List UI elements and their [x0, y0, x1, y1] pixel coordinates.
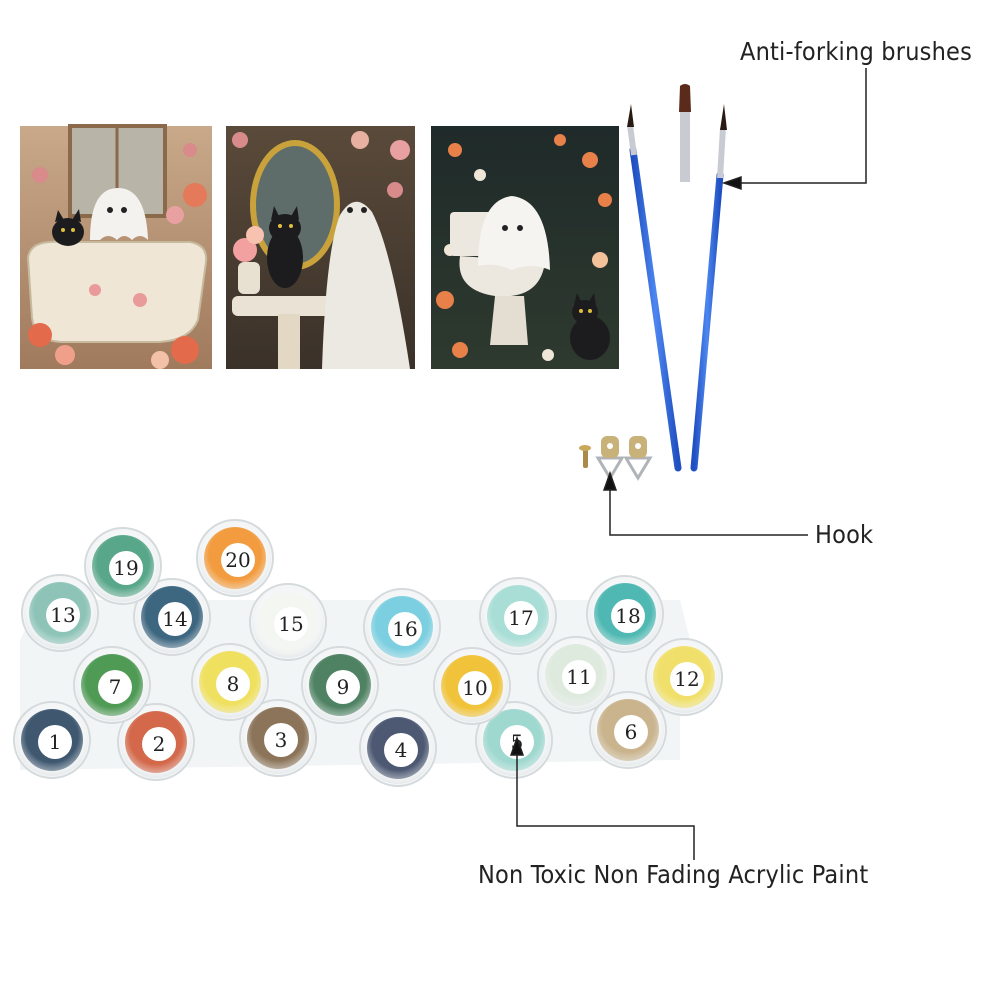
pot-number-sticker — [38, 725, 72, 759]
ghost-in-bathtub-painting — [20, 124, 212, 369]
paint-callout-line — [516, 755, 695, 860]
paint-pot-18: 18 — [586, 575, 664, 653]
paint-pot-5: 5 — [475, 701, 553, 779]
paint-pot-2: 2 — [117, 703, 195, 781]
paint-pot-9: 9 — [301, 646, 379, 724]
pot-number-sticker — [264, 723, 298, 757]
pot-number-sticker — [142, 727, 176, 761]
pot-number-sticker — [46, 598, 80, 632]
pot-number: 15 — [278, 612, 303, 636]
pot-number: 11 — [566, 665, 591, 689]
paint-brush-left — [627, 104, 682, 472]
paint-pot-7: 7 — [73, 646, 151, 724]
brushes-callout-arrow — [721, 175, 742, 191]
paint-pot-10: 10 — [433, 647, 511, 725]
paint-pots: 1234567891011121314151617181920 — [13, 519, 723, 787]
brush-set — [627, 84, 727, 474]
brushes-label: Anti-forking brushes — [740, 37, 973, 66]
paint-brush-right — [690, 104, 727, 472]
pot-number: 1 — [49, 730, 62, 754]
paint-pot-6: 6 — [589, 691, 667, 769]
paint-brush-middle — [679, 84, 691, 474]
pot-number-sticker — [562, 660, 596, 694]
paint-pot-14: 14 — [133, 578, 211, 656]
hook-callout-arrow — [602, 470, 618, 491]
pot-number: 8 — [227, 672, 240, 696]
pot-number-sticker — [504, 601, 538, 635]
pot-number: 13 — [50, 603, 75, 627]
pot-number: 7 — [109, 675, 122, 699]
pot-number-sticker — [326, 670, 360, 704]
pot-number: 19 — [113, 556, 138, 580]
ghost-on-toilet-painting — [431, 126, 619, 369]
pot-number-sticker — [221, 543, 255, 577]
hook-2 — [623, 436, 653, 481]
hook-callout-line — [609, 490, 808, 536]
paint-pot-17: 17 — [479, 577, 557, 655]
pot-number: 20 — [225, 548, 250, 572]
paint-pot-15: 15 — [249, 583, 327, 661]
pot-number: 9 — [337, 675, 350, 699]
brushes-callout-line — [740, 68, 867, 184]
pot-number-sticker — [158, 602, 192, 636]
pot-number: 3 — [275, 728, 288, 752]
pot-number: 4 — [395, 738, 408, 762]
paint-callout-arrow — [509, 735, 525, 756]
pot-number-sticker — [670, 662, 704, 696]
pot-number-sticker — [384, 733, 418, 767]
paint-pot-12: 12 — [645, 638, 723, 716]
paint-pot-19: 19 — [84, 527, 162, 605]
pot-number: 14 — [162, 607, 187, 631]
paint-pot-4: 4 — [359, 709, 437, 787]
paint-pot-8: 8 — [191, 643, 269, 721]
paint-pot-3: 3 — [239, 699, 317, 777]
hook-label: Hook — [815, 520, 874, 549]
pot-number: 12 — [674, 667, 699, 691]
paint-label: Non Toxic Non Fading Acrylic Paint — [478, 860, 869, 889]
pot-number: 18 — [615, 604, 640, 628]
pot-number-sticker — [458, 671, 492, 705]
pot-number: 10 — [462, 676, 487, 700]
callout-lines — [509, 68, 867, 860]
hanging-hooks — [579, 436, 653, 481]
hook-1 — [595, 436, 625, 481]
ghost-at-mirror-painting — [226, 126, 415, 369]
pot-number-sticker — [216, 667, 250, 701]
pot-number-sticker — [388, 612, 422, 646]
pot-number: 17 — [508, 606, 533, 630]
pot-number: 2 — [153, 732, 166, 756]
paint-pot-1: 1 — [13, 701, 91, 779]
paint-pot-20: 20 — [196, 519, 274, 597]
pot-number-sticker — [98, 670, 132, 704]
paint-pot-13: 13 — [21, 574, 99, 652]
paint-pot-11: 11 — [537, 636, 615, 714]
pot-number-sticker — [274, 607, 308, 641]
paint-pot-16: 16 — [363, 588, 441, 666]
pot-number-sticker — [109, 551, 143, 585]
pot-number: 6 — [625, 720, 638, 744]
screw — [579, 445, 591, 468]
pot-number-sticker — [611, 599, 645, 633]
pot-number-sticker — [614, 715, 648, 749]
pot-number: 16 — [392, 617, 417, 641]
